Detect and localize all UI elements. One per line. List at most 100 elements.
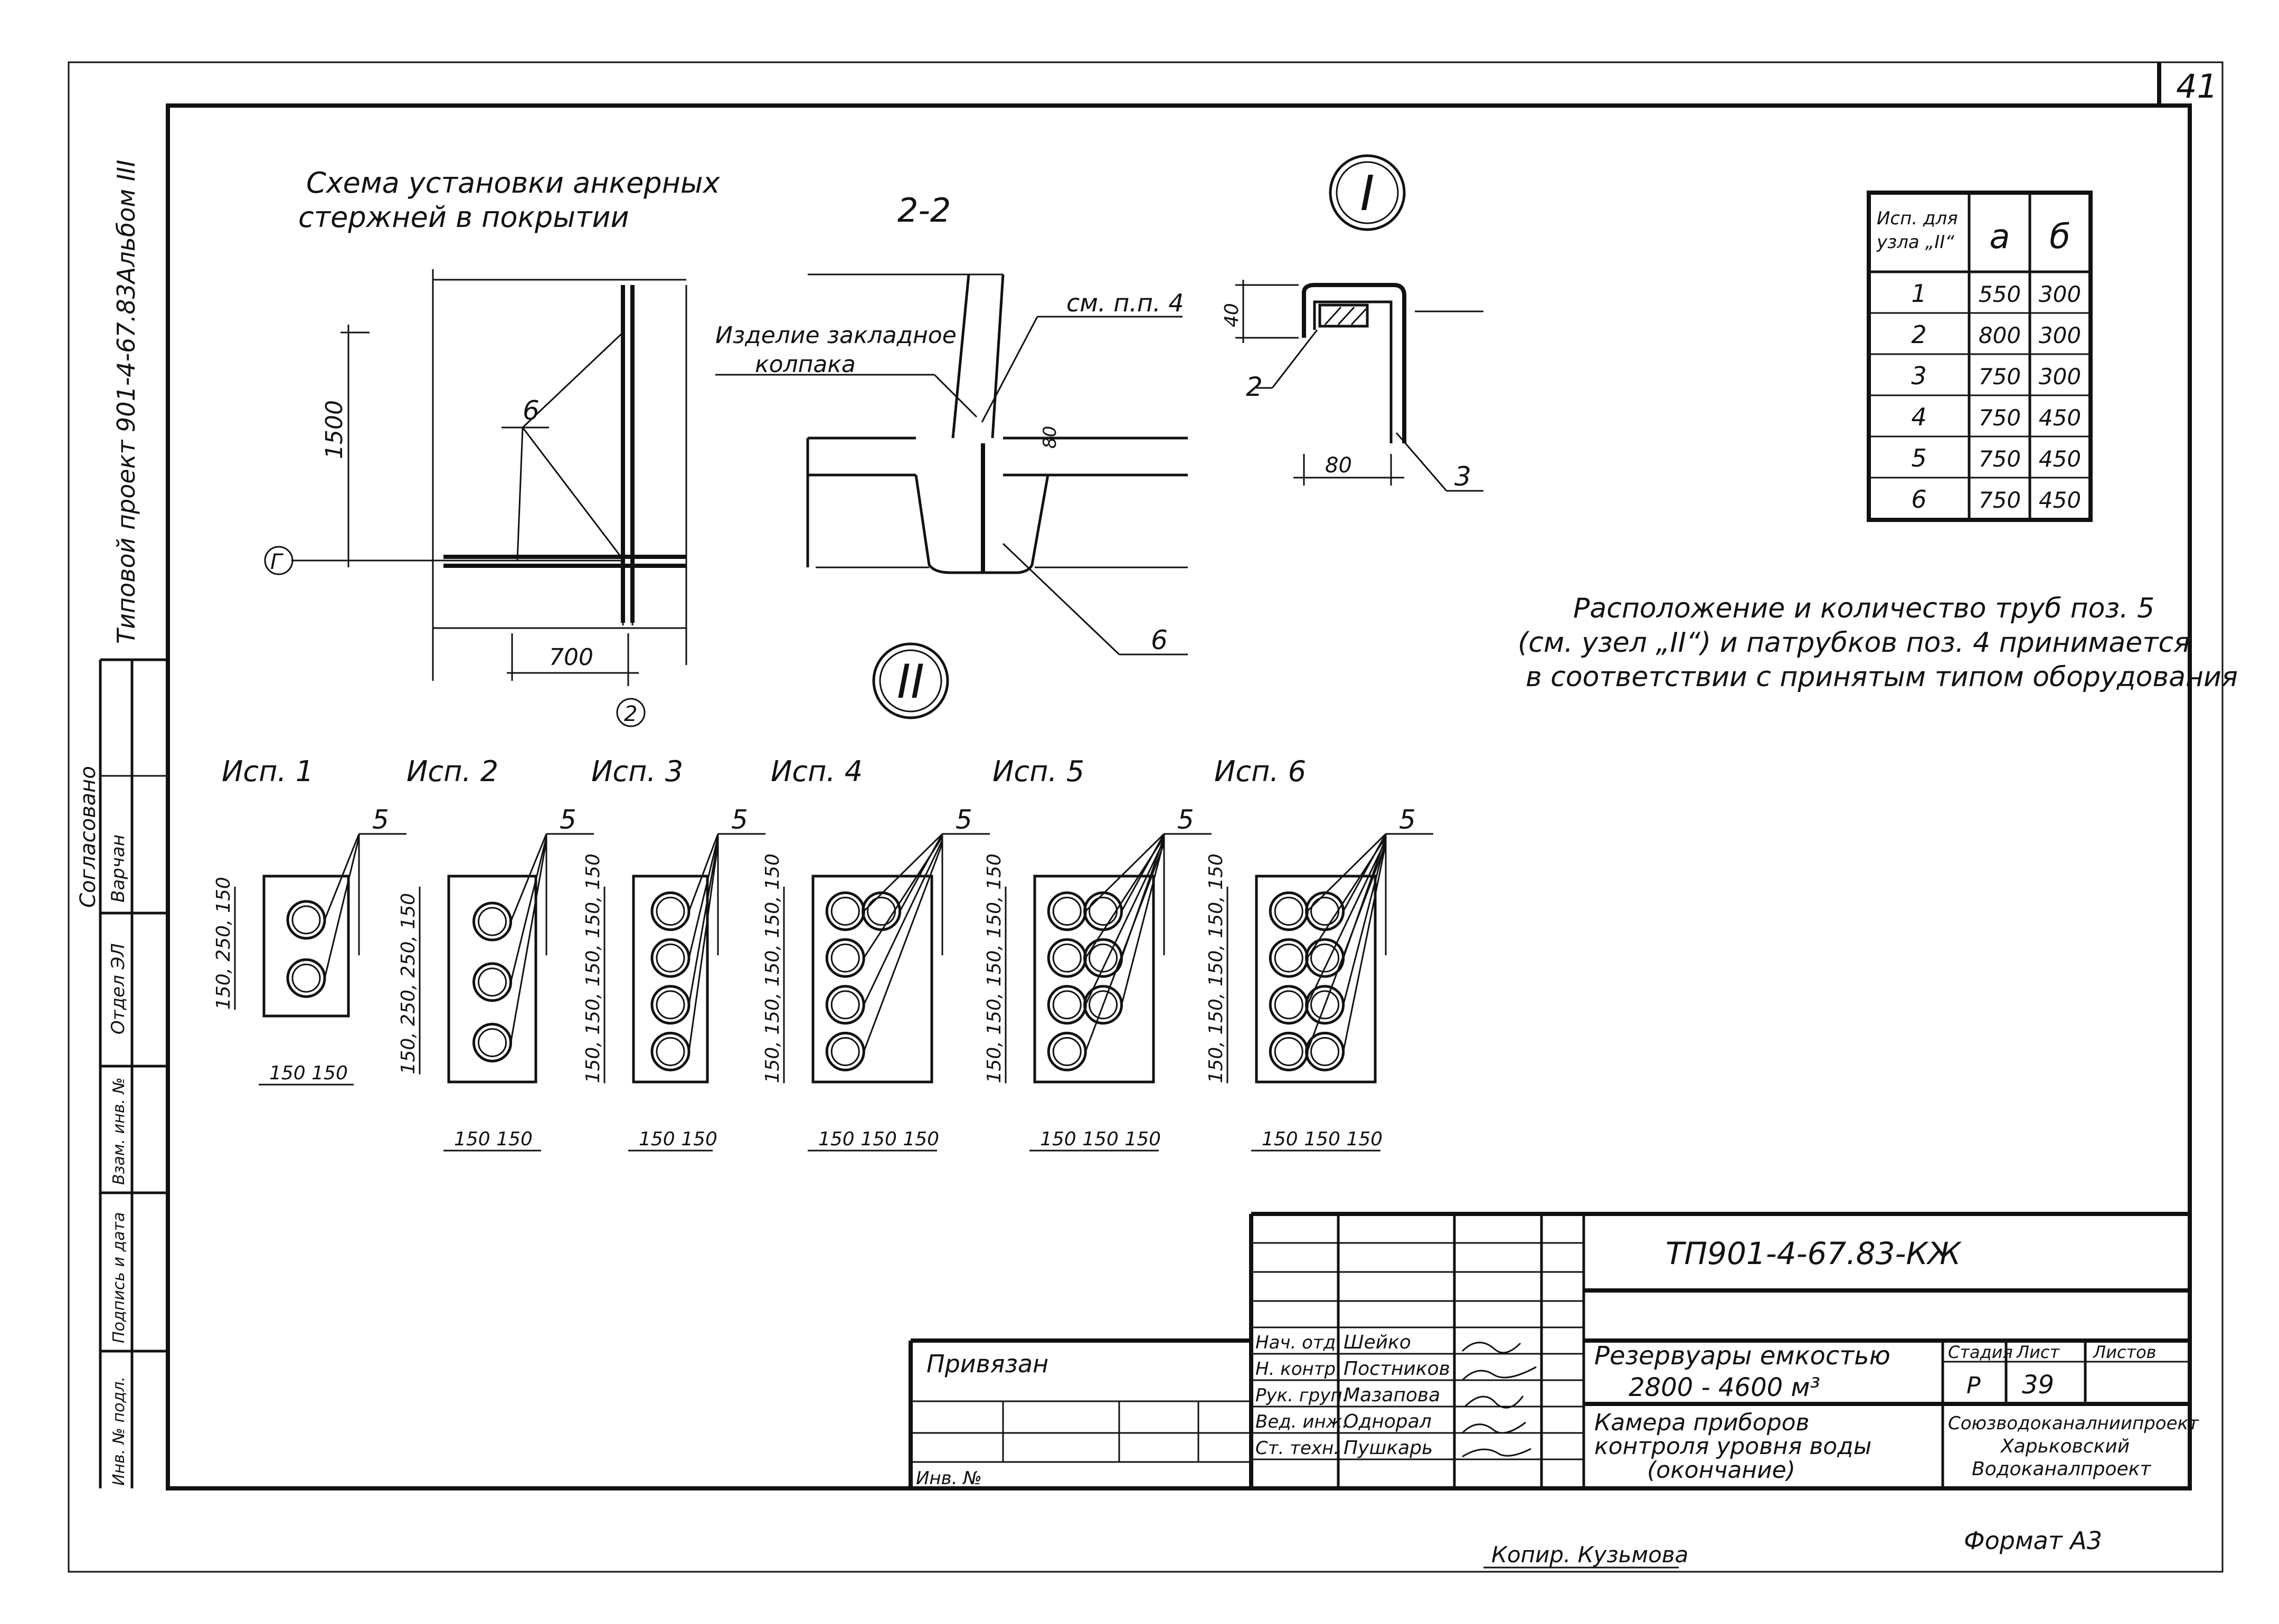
- section-title: 2-2: [897, 191, 951, 230]
- sheet-frame: [68, 61, 2224, 1573]
- variant-vertical-dims: 150, 150, 150, 150, 150: [1205, 853, 1227, 1083]
- variant-vertical-dims: 150, 150, 150, 150, 150: [762, 853, 783, 1083]
- table-header-b: б: [2049, 217, 2070, 257]
- variant-label: Исп. 3: [591, 755, 683, 788]
- table-cell-isp: 2: [1911, 320, 1926, 349]
- axis-2: 2: [624, 702, 637, 726]
- table-cell-isp: 5: [1911, 444, 1926, 472]
- variant-horizontal-dims: 150 150: [269, 1062, 348, 1084]
- staff-role: Н. контр.: [1255, 1359, 1341, 1380]
- anchor-title-line2: стержней в покрытии: [298, 201, 629, 234]
- pipe-pos-label: 5: [560, 804, 576, 835]
- value-sheet-no: 39: [2022, 1370, 2054, 1400]
- org-line3: Водоканалпроект: [1972, 1458, 2151, 1480]
- side-project-name: Типовой проект 901-4-67.83Альбом III: [112, 160, 140, 644]
- node-1-pos-2: 2: [1246, 372, 1263, 402]
- variant-vertical-dims: 150, 250, 150: [213, 877, 234, 1010]
- table-cell-a: 800: [1979, 322, 2021, 348]
- pos-6-section: 6: [1151, 625, 1168, 656]
- table-header-a: а: [1989, 217, 2010, 257]
- variant-vertical-dims: 150, 250, 250, 150: [398, 893, 419, 1075]
- staff-role: Рук. груп.: [1255, 1385, 1348, 1406]
- page-number: 41: [2176, 67, 2218, 106]
- node-1-numeral: I: [1360, 165, 1374, 222]
- title-code: ТП901-4-67.83-КЖ: [1666, 1236, 1962, 1271]
- pos-6-anchor: 6: [523, 395, 540, 426]
- staff-role: Вед. инж.: [1255, 1411, 1348, 1432]
- note-line1: Расположение и количество труб поз. 5: [1573, 593, 2154, 624]
- variant-horizontal-dims: 150 150 150: [1262, 1128, 1383, 1150]
- table-cell-b: 300: [2039, 281, 2081, 307]
- node-1-dim-40: 40: [1221, 303, 1243, 327]
- side-person: Варчан: [108, 834, 129, 903]
- sheet-name-line1: Камера приборов: [1594, 1409, 1809, 1436]
- variant-horizontal-dims: 150 150 150: [818, 1128, 939, 1150]
- anchor-scheme: [264, 269, 687, 727]
- sheet-name-line3: (окончание): [1647, 1457, 1795, 1484]
- org-line1: Союзводоканалниипроект: [1948, 1413, 2199, 1434]
- variant-horizontal-dims: 150 150: [454, 1128, 533, 1150]
- isp-table: [1867, 191, 2093, 522]
- object-name-line2: 2800 - 4600 м³: [1629, 1373, 1820, 1402]
- header-sheet: Лист: [2016, 1342, 2060, 1362]
- table-cell-a: 550: [1979, 281, 2021, 307]
- node-2-numeral: II: [897, 654, 924, 709]
- format-label: Формат А3: [1964, 1526, 2102, 1555]
- node-1-pos-3: 3: [1454, 461, 1471, 492]
- staff-name: Постников: [1344, 1358, 1450, 1380]
- section-2-2: [715, 273, 1188, 656]
- side-stamp: [99, 658, 168, 1488]
- anchor-title-line1: Схема установки анкерных: [306, 166, 721, 200]
- side-dept: Отдел ЭЛ: [108, 943, 129, 1034]
- table-cell-isp: 3: [1911, 362, 1926, 390]
- staff-name: Шейко: [1344, 1332, 1411, 1353]
- embedded-item-line1: Изделие закладное: [715, 322, 957, 349]
- variant-vertical-dims: 150, 150, 150, 150, 150: [582, 853, 604, 1083]
- table-cell-isp: 1: [1911, 279, 1926, 308]
- signatures: [1461, 1342, 1537, 1458]
- title-privyazan: Привязан: [926, 1350, 1048, 1378]
- node-1-detail: [1235, 280, 1483, 492]
- header-stage: Стадия: [1948, 1342, 2013, 1362]
- axis-g: Г: [270, 550, 283, 574]
- title-block: [909, 1212, 2190, 1488]
- table-cell-b: 450: [2039, 487, 2081, 513]
- staff-name: Однорал: [1344, 1411, 1432, 1432]
- variant-label: Исп. 5: [992, 755, 1084, 788]
- table-cell-a: 750: [1979, 405, 2021, 431]
- sheet-name-line2: контроля уровня воды: [1594, 1433, 1871, 1460]
- table-cell-b: 450: [2039, 446, 2081, 472]
- variant-label: Исп. 6: [1214, 755, 1306, 788]
- embedded-item-line2: колпака: [755, 351, 856, 378]
- value-stage: Р: [1966, 1372, 1981, 1399]
- side-signature-date: Подпись и дата: [110, 1212, 128, 1344]
- staff-name: Пушкарь: [1344, 1437, 1433, 1459]
- pipe-pos-label: 5: [956, 804, 972, 835]
- staff-name: Мазапова: [1344, 1384, 1440, 1406]
- object-name-line1: Резервуары емкостью: [1594, 1341, 1890, 1371]
- pipe-pos-label: 5: [1177, 804, 1194, 835]
- table-cell-a: 750: [1979, 364, 2021, 390]
- staff-role: Ст. техн.: [1255, 1438, 1339, 1459]
- variant-label: Исп. 2: [406, 755, 498, 788]
- header-sheets: Листов: [2093, 1342, 2157, 1362]
- variant-2: Исп. 2 5 150, 250, 250, 150 150 150: [398, 755, 594, 1152]
- side-inv-replace: Взам. инв. №: [110, 1077, 128, 1185]
- table-cell-b: 450: [2039, 405, 2081, 431]
- dim-1500: 1500: [321, 400, 348, 459]
- section-dim-80: 80: [1039, 426, 1061, 449]
- staff-role: Нач. отд.: [1255, 1332, 1341, 1353]
- dim-700: 700: [549, 644, 593, 671]
- table-cell-a: 750: [1979, 446, 2021, 472]
- variant-horizontal-dims: 150 150: [639, 1128, 717, 1150]
- node-1-dim-80: 80: [1325, 453, 1352, 478]
- table-cell-a: 750: [1979, 487, 2021, 513]
